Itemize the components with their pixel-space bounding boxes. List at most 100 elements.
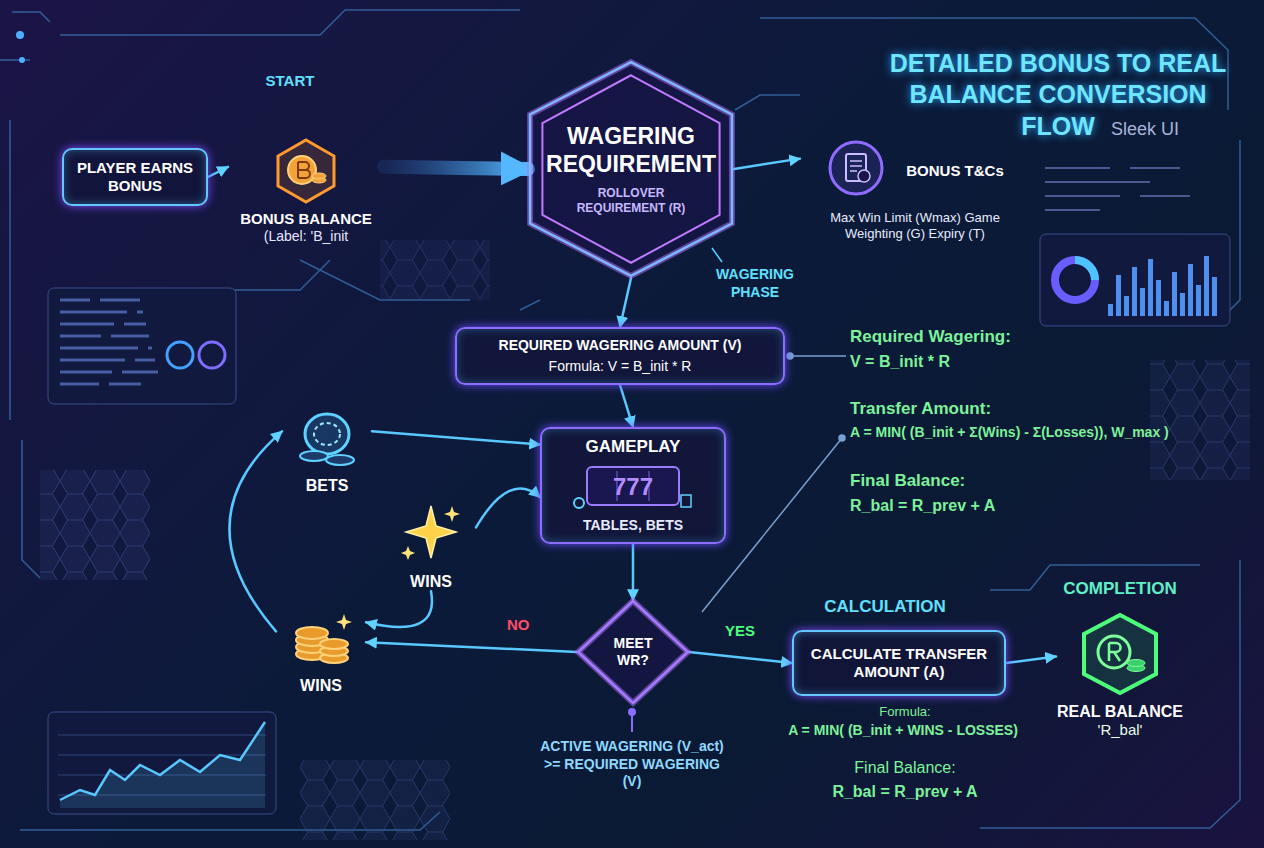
decor-shape bbox=[790, 355, 846, 357]
chart-bar bbox=[1164, 301, 1169, 316]
bets-icon: BETS bbox=[282, 404, 372, 495]
formula: A = MIN( (B_init + WINS - LOSSES) bbox=[768, 722, 1038, 740]
decor-shape bbox=[712, 248, 722, 262]
node-text: ROLLOVER REQUIREMENT (R) bbox=[554, 186, 708, 215]
chip bbox=[300, 451, 328, 461]
node-heading: BONUS T&Cs bbox=[906, 162, 1004, 180]
step-tag: COMPLETION bbox=[1040, 578, 1200, 599]
chart-bar bbox=[1212, 277, 1217, 316]
subtitle: Sleek UI bbox=[1080, 118, 1210, 141]
node-heading: BETS bbox=[306, 476, 349, 495]
start-box: PLAYER EARNS BONUS bbox=[62, 148, 208, 206]
decor-shape bbox=[0, 10, 520, 60]
sparkle bbox=[336, 614, 352, 630]
node-text: (Label: 'B_init bbox=[264, 228, 348, 245]
flow-arrow bbox=[384, 167, 528, 169]
icon-ring bbox=[830, 142, 882, 194]
coin bbox=[296, 627, 328, 639]
hex-outline bbox=[1084, 615, 1156, 693]
panel-line bbox=[60, 323, 146, 326]
panel-line bbox=[60, 299, 140, 302]
decor-shape bbox=[1045, 168, 1190, 210]
coin-ring bbox=[1098, 636, 1130, 668]
hex-texture bbox=[40, 470, 150, 580]
hex-texture bbox=[1150, 360, 1250, 480]
node-text: Max Win Limit (Wmax) Game Weighting (G) … bbox=[800, 210, 1030, 241]
connector bbox=[476, 489, 540, 528]
inner-outline bbox=[542, 75, 719, 262]
decor-shape bbox=[1040, 234, 1230, 326]
node-heading: MEET WR? bbox=[605, 635, 661, 669]
formula: V = B_init * R bbox=[850, 352, 1090, 372]
coin-mark bbox=[298, 162, 310, 178]
decor-shape bbox=[210, 260, 330, 290]
chip-icon bbox=[292, 404, 362, 470]
connector bbox=[1006, 657, 1056, 663]
decor-shape bbox=[628, 708, 636, 716]
right-chart-panel bbox=[1040, 234, 1230, 326]
sparkle bbox=[401, 546, 415, 560]
node-text: 'R_bal' bbox=[1098, 721, 1143, 739]
coin-icon bbox=[271, 138, 341, 204]
left-panel bbox=[48, 288, 236, 404]
connector bbox=[372, 431, 540, 444]
node-text: Formula: V = B_init * R bbox=[549, 358, 692, 375]
connector bbox=[689, 652, 792, 663]
bottom-chart-panel bbox=[48, 712, 276, 814]
connector bbox=[366, 591, 432, 627]
coins-icon bbox=[286, 604, 356, 670]
chip bbox=[326, 455, 354, 465]
bonus-balance-icon: BONUS BALANCE(Label: 'B_init bbox=[228, 138, 384, 245]
decor-shape bbox=[199, 342, 225, 368]
slot-digits: 777 bbox=[583, 472, 683, 502]
formula-heading: Final Balance: bbox=[850, 470, 1090, 491]
wagering-hexagon: WAGERING REQUIREMENT ROLLOVER REQUIREMENT… bbox=[528, 60, 734, 278]
decor-shape bbox=[60, 300, 158, 384]
node-heading: REAL BALANCE bbox=[1057, 702, 1183, 721]
chart-bar bbox=[1188, 264, 1193, 316]
panel-line bbox=[60, 347, 152, 350]
formula-heading: Required Wagering: bbox=[850, 326, 1090, 347]
decor-shape bbox=[980, 560, 1240, 828]
chart-bar bbox=[1132, 267, 1137, 316]
decor-shape bbox=[22, 440, 40, 578]
node-heading: WINS bbox=[300, 676, 342, 695]
wins-icon: WINS bbox=[276, 604, 366, 695]
outline bbox=[530, 62, 732, 276]
hex-texture bbox=[380, 240, 490, 300]
chart-bar bbox=[1148, 259, 1153, 316]
node-heading: GAMEPLAY bbox=[586, 437, 681, 457]
outline-glow bbox=[530, 62, 732, 276]
step-tag: START bbox=[250, 72, 330, 91]
chart-bar bbox=[1124, 296, 1129, 316]
circuit-dot bbox=[16, 31, 24, 39]
node-heading: WAGERING REQUIREMENT bbox=[546, 123, 716, 178]
chip bbox=[305, 414, 349, 454]
edge-label: YES bbox=[722, 622, 758, 639]
decor-shape bbox=[12, 12, 50, 22]
panel-line bbox=[60, 311, 143, 314]
doc-icon bbox=[826, 138, 896, 204]
node-heading: REQUIRED WAGERING AMOUNT (V) bbox=[499, 337, 742, 354]
connector bbox=[208, 167, 228, 177]
connector bbox=[620, 278, 631, 327]
connector bbox=[632, 544, 635, 600]
edge-label: NO bbox=[504, 616, 533, 633]
coin bbox=[1127, 660, 1145, 667]
hex-texture bbox=[300, 760, 450, 840]
decor-shape bbox=[48, 288, 236, 404]
decor-shape bbox=[1055, 260, 1095, 300]
formula-heading: Final Balance: bbox=[800, 758, 1010, 778]
chip bbox=[574, 498, 584, 508]
connector bbox=[734, 159, 800, 169]
formula-heading: Transfer Amount: bbox=[850, 398, 1150, 419]
chart-bar bbox=[1116, 275, 1121, 316]
formula-heading: Formula: bbox=[800, 704, 1010, 720]
spark-icon bbox=[396, 500, 466, 566]
connector bbox=[620, 385, 633, 427]
coin-mark bbox=[1109, 643, 1121, 661]
chart-bar bbox=[1140, 288, 1145, 316]
terms-icon: BONUS T&CsMax Win Limit (Wmax) Game Weig… bbox=[800, 138, 1030, 241]
decor-shape bbox=[60, 722, 265, 808]
